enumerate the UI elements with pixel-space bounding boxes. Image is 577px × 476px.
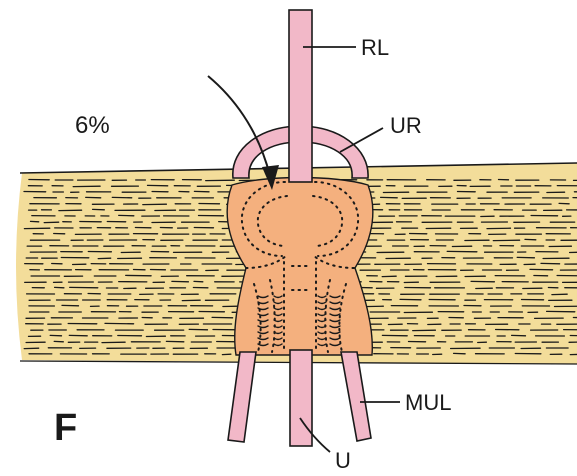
u-vessel <box>290 350 312 446</box>
label-mul: MUL <box>405 390 451 415</box>
rl-vessel <box>289 10 312 182</box>
left-lower-vessel <box>228 352 256 442</box>
label-rl: RL <box>361 35 389 60</box>
mul-vessel <box>341 352 371 441</box>
label-ur: UR <box>390 113 422 138</box>
panel-letter: F <box>54 407 77 449</box>
label-u: U <box>335 448 351 473</box>
percentage-label: 6% <box>75 112 110 139</box>
